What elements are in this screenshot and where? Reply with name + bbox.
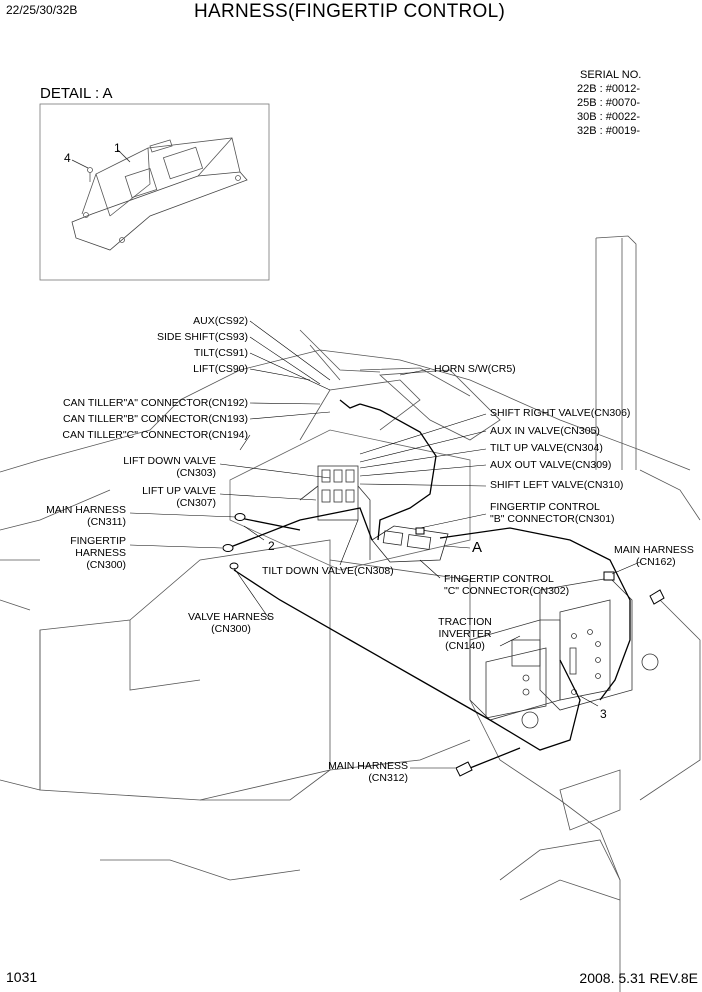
callout-a: A [472,539,483,556]
detail-controller-drawing [71,137,248,251]
label-main-harness-312-code: (CN312) [368,772,408,784]
callout-3: 3 [600,707,607,721]
label-fc-c: FINGERTIP CONTROL [444,573,554,585]
label-lift-down-valve: LIFT DOWN VALVE [123,455,216,467]
label-fingertip: FINGERTIP [70,535,126,547]
detail-title: DETAIL : A [40,85,113,102]
serial-row: 30B : #0022- [577,111,640,123]
callout-4: 4 [64,151,71,165]
label-fingertip-code: (CN300) [86,559,126,571]
page-title: HARNESS(FINGERTIP CONTROL) [194,1,506,22]
serial-row: 22B : #0012- [577,83,640,95]
callout-1: 1 [114,141,121,155]
label-side-shift: SIDE SHIFT(CS93) [156,331,248,343]
label-lift-down-code: (CN303) [176,467,216,479]
label-aux: AUX(CS92) [193,315,248,327]
label-tilt-up: TILT UP VALVE(CN304) [490,442,603,454]
serial-row: 25B : #0070- [577,97,640,109]
label-tilt-down: TILT DOWN VALVE(CN308) [262,565,394,577]
label-main-harness-162: MAIN HARNESS [614,544,694,556]
label-shift-right: SHIFT RIGHT VALVE(CN306) [490,407,631,419]
label-fc-b: FINGERTIP CONTROL [490,501,600,513]
label-valve-harness: VALVE HARNESS [188,611,274,623]
connector-markers [222,513,665,777]
label-fc-c-code: "C" CONNECTOR(CN302) [444,585,570,597]
date-revision: 2008. 5.31 REV.8E [579,970,698,986]
label-can-b: CAN TILLER"B" CONNECTOR(CN193) [62,413,248,425]
label-main-harness-312: MAIN HARNESS [328,760,408,772]
mast-drawing [595,235,637,470]
label-valve-harness-code: (CN300) [211,623,251,635]
label-fingertip-harness: HARNESS [75,547,126,559]
label-main-harness-311: MAIN HARNESS [46,504,126,516]
leader-lines [129,320,641,769]
valve-block-drawing [299,465,371,560]
label-can-c: CAN TILLER"C" CONNECTOR(CN194) [62,429,248,441]
label-can-a: CAN TILLER"A" CONNECTOR(CN192) [62,397,248,409]
serial-row: 32B : #0019- [577,125,640,137]
serial-heading: SERIAL NO. [580,69,642,81]
label-main-harness-162-code: (CN162) [636,556,676,568]
harness-cables-drawing [227,399,631,769]
label-traction-code: (CN140) [445,640,485,652]
label-main-harness-311-code: (CN311) [87,516,126,528]
label-horn: HORN S/W(CR5) [434,363,516,375]
label-shift-left: SHIFT LEFT VALVE(CN310) [490,479,624,491]
model-label: 22/25/30/32B [6,3,78,17]
label-lift-up-code: (CN307) [176,497,216,509]
label-tilt: TILT(CS91) [193,347,248,359]
label-aux-out: AUX OUT VALVE(CN309) [490,459,612,471]
fingertip-controller-drawing [371,525,449,563]
label-lift-up-valve: LIFT UP VALVE [142,485,216,497]
label-aux-in: AUX IN VALVE(CN305) [490,425,600,437]
label-traction: TRACTION [438,616,492,628]
label-inverter: INVERTER [438,628,492,640]
callout-2: 2 [268,539,275,553]
detail-a-frame [39,103,270,281]
label-fc-b-code: "B" CONNECTOR(CN301) [490,513,615,525]
label-lift: LIFT(CS90) [193,363,248,375]
page-number: 1031 [6,969,38,985]
